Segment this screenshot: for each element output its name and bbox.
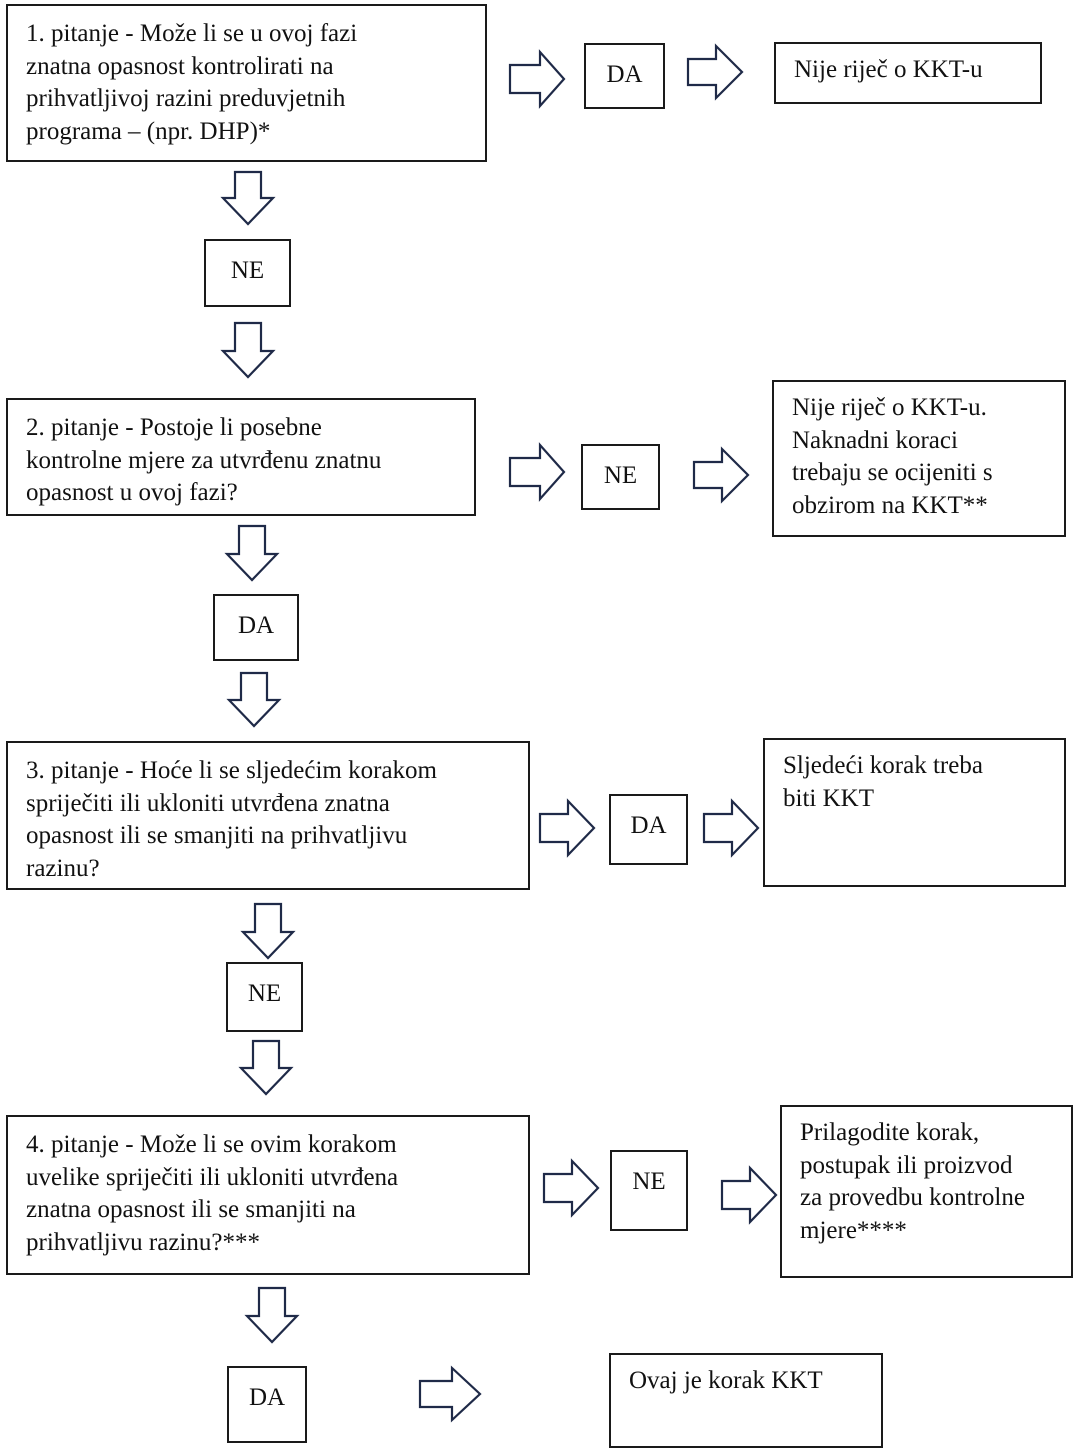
question-4-box: 4. pitanje - Može li se ovim korakom uve…: [6, 1115, 530, 1275]
result-3-box: Sljedeći korak treba biti KKT: [763, 738, 1066, 887]
arrow-right-icon: [686, 43, 744, 101]
arrow-right-icon: [418, 1365, 482, 1423]
q2-no-box: NE: [581, 444, 660, 510]
question-3-box: 3. pitanje - Hoće li se sljedećim korako…: [6, 741, 530, 890]
arrow-down-icon: [244, 1286, 300, 1344]
arrow-down-icon: [224, 524, 280, 582]
q4-no-box: NE: [610, 1150, 688, 1231]
arrow-right-icon: [508, 442, 566, 502]
q3-no-box: NE: [226, 962, 303, 1032]
arrow-right-icon: [542, 1158, 600, 1218]
arrow-down-icon: [220, 321, 276, 379]
result-5-box: Ovaj je korak KKT: [609, 1353, 883, 1448]
q4-yes-box: DA: [227, 1366, 307, 1443]
arrow-right-icon: [702, 798, 760, 858]
arrow-right-icon: [538, 798, 596, 858]
q3-yes-box: DA: [609, 794, 688, 865]
q1-yes-box: DA: [584, 43, 665, 109]
result-1-box: Nije riječ o KKT-u: [774, 42, 1042, 104]
q2-yes-box: DA: [213, 594, 299, 661]
arrow-right-icon: [692, 446, 750, 504]
arrow-right-icon: [508, 49, 566, 109]
result-4-box: Prilagodite korak, postupak ili proizvod…: [780, 1105, 1073, 1278]
question-1-box: 1. pitanje - Može li se u ovoj fazi znat…: [6, 4, 487, 162]
arrow-down-icon: [238, 1039, 294, 1096]
q1-no-box: NE: [204, 239, 291, 307]
arrow-right-icon: [720, 1165, 778, 1225]
arrow-down-icon: [240, 902, 296, 960]
question-2-box: 2. pitanje - Postoje li posebne kontroln…: [6, 398, 476, 516]
arrow-down-icon: [226, 671, 282, 728]
result-2-box: Nije riječ o KKT-u. Naknadni koraci treb…: [772, 380, 1066, 537]
arrow-down-icon: [220, 170, 276, 226]
